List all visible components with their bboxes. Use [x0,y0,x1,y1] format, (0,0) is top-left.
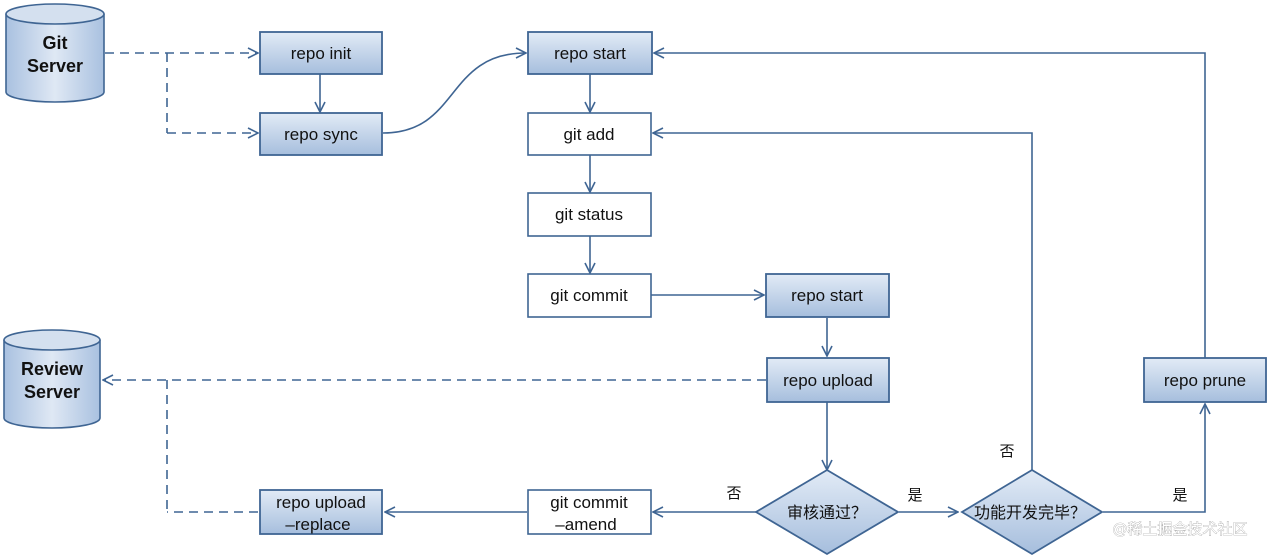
svg-text:repo upload: repo upload [276,493,366,512]
edge-label-feature-no: 否 [999,442,1014,460]
svg-text:git status: git status [555,205,623,224]
svg-text:git commit: git commit [550,286,628,305]
node-repo-start-mid: repo start [765,273,890,318]
git-server-label-line1: Git [43,33,68,53]
git-server-label-line2: Server [27,56,83,76]
review-server-database: Review Server [3,329,101,429]
edge-feature-yes [1103,404,1205,513]
review-server-label-line2: Server [24,382,80,402]
edges [103,53,1205,512]
node-git-add: git add [527,112,652,156]
node-git-status: git status [527,192,652,237]
svg-text:git commit: git commit [550,493,628,512]
decision-feature-done: 功能开发完毕？ [960,468,1104,556]
edge-sync-to-start [382,53,526,134]
node-repo-sync: repo sync [259,112,383,156]
svg-text:repo start: repo start [554,44,626,63]
edge-prune-to-start [654,53,1206,358]
decision-review-passed: 审核通过？ [754,468,900,556]
node-repo-prune: repo prune [1143,357,1267,403]
node-git-commit-amend: git commit –amend [527,489,652,535]
node-repo-start-top: repo start [527,31,653,75]
node-repo-upload: repo upload [766,357,890,403]
watermark-text: @稀土掘金技术社区 [1112,520,1247,538]
node-repo-init: repo init [259,31,383,75]
svg-text:repo prune: repo prune [1164,371,1246,390]
git-server-database: Git Server [5,3,105,103]
svg-text:git add: git add [563,125,614,144]
svg-text:repo upload: repo upload [783,371,873,390]
edge-label-review-yes: 是 [907,486,922,504]
svg-text:–amend: –amend [555,515,616,534]
svg-text:repo sync: repo sync [284,125,358,144]
svg-text:repo start: repo start [791,286,863,305]
svg-text:repo init: repo init [291,44,352,63]
edge-feature-no [653,133,1033,470]
review-server-label-line1: Review [21,359,84,379]
node-git-commit: git commit [527,273,652,318]
edge-label-feature-yes: 是 [1172,486,1187,504]
node-repo-upload-replace: repo upload –replace [259,489,383,535]
svg-text:审核通过？: 审核通过？ [787,503,867,522]
svg-text:功能开发完毕？: 功能开发完毕？ [974,503,1086,522]
svg-text:–replace: –replace [285,515,350,534]
edge-label-review-no: 否 [726,484,741,502]
